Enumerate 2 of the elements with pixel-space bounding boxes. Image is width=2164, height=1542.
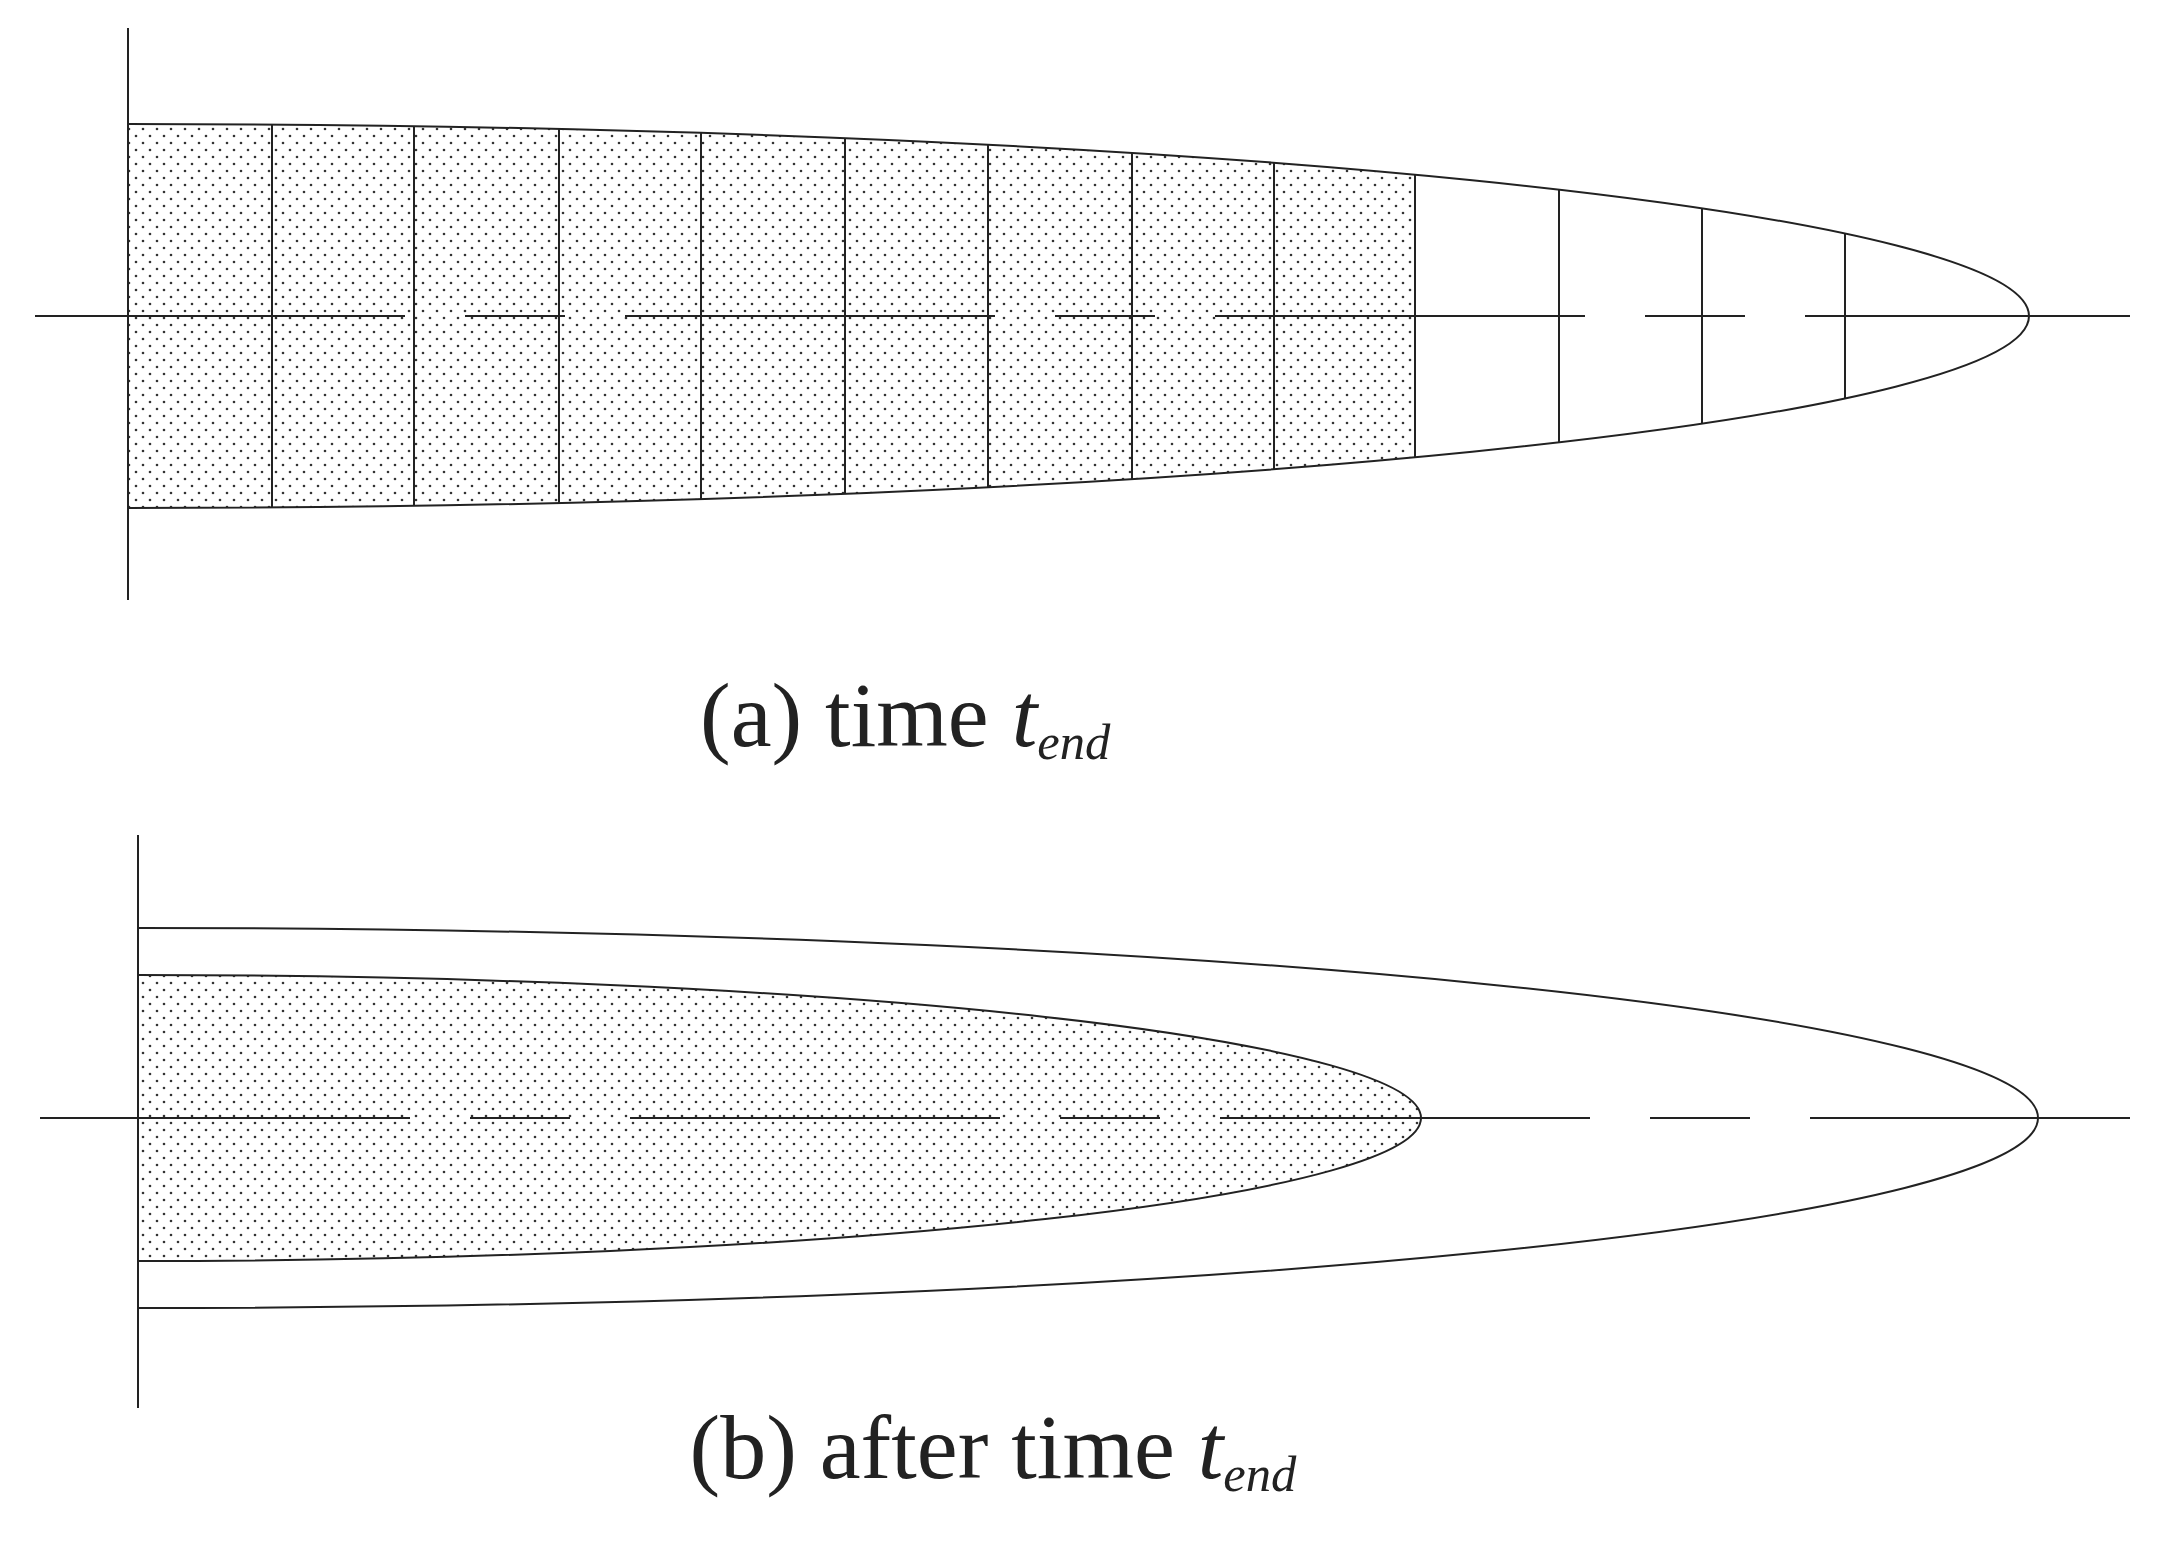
figure-caption: (a) time t$_{end}$ [700,669,1111,768]
figure-caption: (b) after time t$_{end}$ [689,1401,1297,1500]
